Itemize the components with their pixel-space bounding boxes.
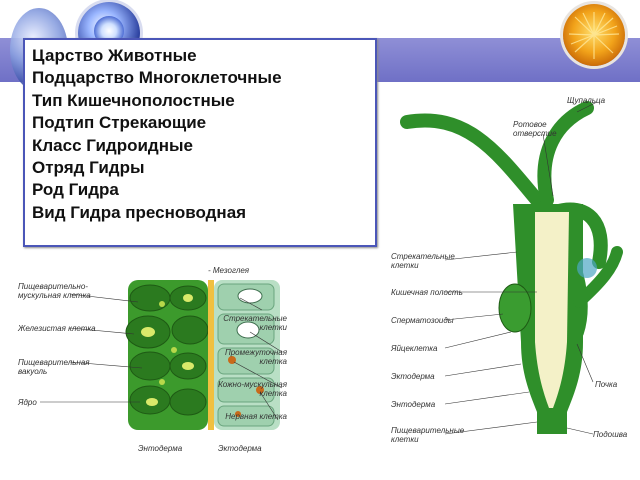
subphylum-line: Подтип Стрекающие <box>32 113 207 133</box>
nucleus-label: Ядро <box>18 398 37 407</box>
hydra-diagram: Щупальца Ротовое отверстие Стрекательные… <box>387 92 628 462</box>
stinging-cells-label: Стрекательные клетки <box>223 314 287 332</box>
gut-cavity-label: Кишечная полость <box>391 288 463 297</box>
endoderm-bottom-label: Энтодерма <box>138 444 183 453</box>
phylum-line: Тип Кишечнополостные <box>32 90 235 110</box>
coral-image <box>563 4 625 66</box>
species-line: Вид Гидра пресноводная <box>32 202 247 222</box>
digestive-muscle-cell-label: Пищеварительно-мускульная клетка <box>18 282 91 300</box>
intermediate-cell-label: Промежуточная клетка <box>224 348 287 366</box>
tentacles-label: Щупальца <box>567 96 606 105</box>
mouth-label: Ротовое отверстие <box>513 120 557 138</box>
skin-muscle-cell-label: Кожно-мускульная клетка <box>218 380 287 398</box>
cell-layers-diagram: - Мезоглея Пищеварительно-мускульная кле… <box>12 262 290 458</box>
ectoderm-bottom-label: Эктодерма <box>218 444 262 453</box>
sperm-label: Сперматозоиды <box>391 316 454 325</box>
egg-label: Яйцеклетка <box>391 344 438 353</box>
gut-cavity-shape <box>535 212 569 408</box>
mesoglea-label: - Мезоглея <box>208 266 250 275</box>
genus-line: Род Гидра <box>32 180 119 200</box>
taxonomy-box: Царство Животные Подцарство Многоклеточн… <box>23 38 377 247</box>
ectoderm-hydra-label: Эктодерма <box>391 372 435 381</box>
stinging-cells-hydra-label: Стрекательные клетки <box>391 252 455 270</box>
gland-cell-label: Железистая клетка <box>18 324 96 333</box>
order-line: Отряд Гидры <box>32 158 145 178</box>
digestive-cells-label: Пищеварительные клетки <box>391 426 465 444</box>
sole-label: Подошва <box>593 430 628 439</box>
class-line: Класс Гидроидные <box>32 135 193 155</box>
nerve-cell-label: Нервная клетка <box>225 412 287 421</box>
bud-shape <box>573 246 623 308</box>
bud-label: Почка <box>595 380 618 389</box>
digestive-vacuole-label: Пищеварительная вакуоль <box>18 358 90 376</box>
endoderm-hydra-label: Энтодерма <box>391 400 436 409</box>
egg-shape <box>498 283 532 333</box>
kingdom-line: Царство Животные <box>32 46 197 65</box>
subkingdom-line: Подцарство Многоклеточные <box>32 68 282 88</box>
